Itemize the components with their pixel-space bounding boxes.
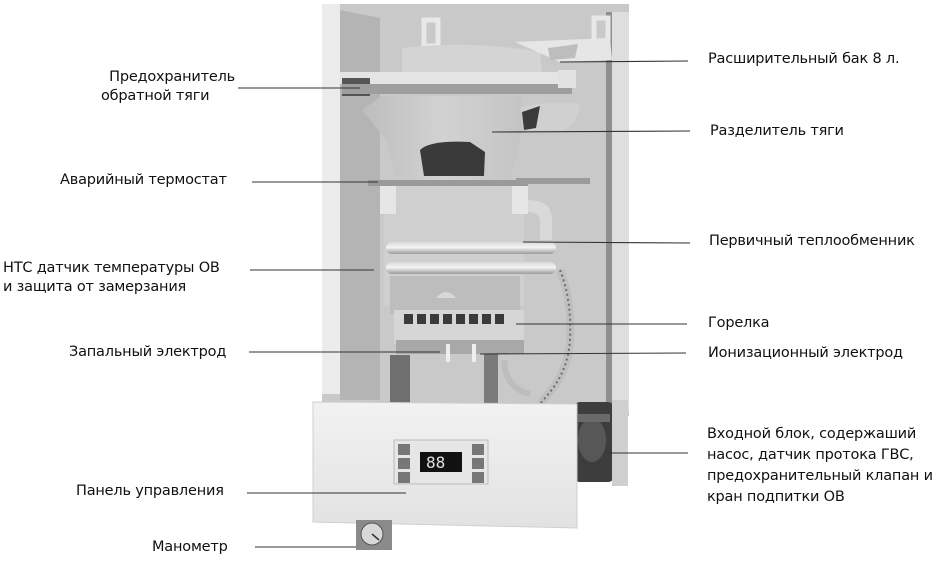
left-side-wall [322,4,340,394]
leader-expansion-tank [559,60,689,63]
ionization-electrode-shape [472,344,476,362]
emergency-thermostat-shape [368,178,590,186]
label-ionization-electrode: Ионизационный электрод [708,344,903,363]
leader-ionization-electrode [479,352,687,355]
draft-safety-shape [340,70,576,96]
label-line: кран подпитки ОВ [707,489,845,505]
label-line: Панель управления [76,483,224,499]
expansion-tank-shape [402,38,612,72]
label-emergency-thermostat: Аварийный термостат [60,171,227,190]
gas-pipe [484,354,498,404]
label-line: Расширительный бак 8 л. [708,51,900,67]
leader-draft-diverter [491,130,691,133]
heat-exchanger-pipe-upper [386,242,556,254]
label-line: Предохранитель [109,69,235,85]
label-line: Запальный электрод [69,344,227,360]
lcd-readout: 88 [426,453,445,472]
label-ignition-electrode: Запальный электрод [69,343,226,362]
label-line: Аварийный термостат [60,172,227,188]
label-control-panel: Панель управления [76,482,224,501]
label-line: Манометр [152,539,228,555]
leader-primary-heat-exchanger [522,241,691,244]
label-burner: Горелка [708,314,770,333]
manometer-shape [356,520,392,550]
panel-button-right-1 [472,444,484,455]
ignition-electrode-shape [446,344,450,362]
label-expansion-tank: Расширительный бак 8 л. [708,50,900,69]
label-line: НТС датчик температуры ОВ [3,260,220,276]
label-line: Горелка [708,315,770,331]
burner-shape [394,310,524,362]
label-line: насос, датчик протока ГВС, [707,447,914,463]
panel-button-right-2 [472,458,484,469]
label-line: обратной тяги [101,88,210,104]
label-ntc-sensor: НТС датчик температуры ОВ и защита от за… [3,259,220,297]
right-side-wall [612,12,629,412]
label-line: Ионизационный электрод [708,345,903,361]
heat-exchanger-shape [380,186,556,314]
left-inner-wall [340,10,380,400]
label-draft-safety: Предохранитель обратной тяги [60,68,235,106]
draft-diverter-opening [420,141,485,176]
lcd-display [420,452,462,472]
label-line: предохранительный клапан и [707,468,933,484]
heat-exchanger-pipe-lower [386,262,556,274]
label-line: Разделитель тяги [710,123,844,139]
inlet-block-shape [574,400,628,486]
label-draft-diverter: Разделитель тяги [710,122,844,141]
panel-button-left-2 [398,458,410,469]
label-inlet-block: Входной блок, содержаший насос, датчик п… [707,424,933,508]
label-line: Входной блок, содержаший [707,426,917,442]
label-manometer: Манометр [152,538,228,557]
panel-button-left-3 [398,472,410,483]
label-line: и защита от замерзания [3,279,187,295]
control-panel-shape: 88 [312,401,578,529]
panel-button-right-3 [472,472,484,483]
label-line: Первичный теплообменник [709,233,915,249]
draft-diverter-shape [362,96,580,180]
leader-lines [238,60,691,548]
label-primary-heat-exchanger: Первичный теплообменник [709,232,915,251]
panel-button-left-1 [398,444,410,455]
